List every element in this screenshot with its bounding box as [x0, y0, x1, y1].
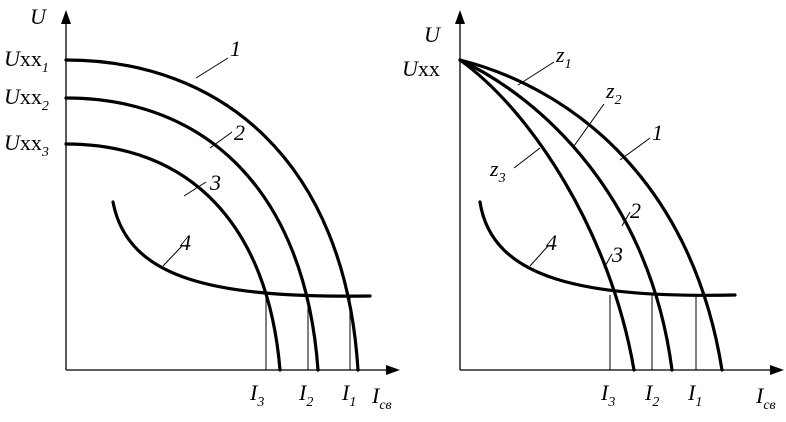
right-leader-z3 [513, 147, 541, 169]
left-y-tick-3: Uxx3 [4, 130, 49, 160]
left-y-tick-1: Uxx1 [4, 46, 49, 76]
left-leader-4 [162, 245, 183, 267]
right-leader-1 [619, 137, 651, 161]
right-panel: U Iсв Uxx I3 I2 I1 z1 z2 z3 1 2 3 4 [402, 10, 784, 413]
left-x-tick-3: I3 [249, 380, 264, 410]
right-curve-label-2: 2 [630, 198, 641, 223]
right-leader-z2 [573, 103, 605, 147]
right-leader-2 [621, 211, 631, 227]
left-leader-3 [183, 181, 207, 197]
right-x-tick-1: I1 [687, 380, 702, 410]
right-curve-1 [458, 58, 724, 372]
right-leader-z1 [517, 61, 555, 86]
left-x-tick-1: I1 [341, 380, 356, 410]
right-curve-2 [458, 58, 674, 372]
right-x-tick-2: I2 [644, 380, 659, 410]
left-x-axis-title: Iсв [371, 383, 392, 413]
right-z-label-2: z2 [605, 78, 622, 108]
right-y-axis-arrow [455, 10, 465, 24]
left-x-axis-arrow [386, 365, 400, 375]
left-y-axis-arrow [61, 10, 71, 24]
right-z-label-3: z3 [489, 156, 506, 186]
left-leader-2 [209, 131, 233, 149]
right-curve-4 [478, 200, 737, 297]
right-y-tick-uxx: Uxx [402, 56, 440, 81]
left-curve-label-2: 2 [234, 120, 245, 145]
left-curve-4 [111, 200, 372, 298]
left-curve-label-4: 4 [180, 230, 191, 255]
left-panel: U Iсв Uxx1 Uxx2 Uxx3 I3 I2 I1 1 2 3 4 [4, 4, 400, 413]
left-leader-1 [195, 57, 229, 79]
left-curve-label-3: 3 [209, 170, 221, 195]
right-y-axis-title: U [424, 22, 442, 47]
left-x-tick-2: I2 [298, 380, 313, 410]
left-curve-3 [64, 142, 282, 372]
right-x-tick-3: I3 [600, 380, 615, 410]
right-leader-4 [529, 245, 549, 267]
left-y-axis-title: U [30, 4, 48, 29]
right-curve-label-3: 3 [611, 242, 623, 267]
left-curve-1 [64, 58, 360, 372]
right-x-axis-title: Iсв [755, 383, 776, 413]
right-curve-3 [458, 58, 636, 372]
left-y-tick-2: Uxx2 [4, 84, 49, 114]
left-curve-2 [64, 96, 320, 372]
right-x-axis-arrow [770, 365, 784, 375]
right-z-label-1: z1 [555, 42, 572, 72]
right-leader-3 [603, 253, 613, 269]
left-curve-label-1: 1 [230, 36, 241, 61]
right-curve-label-4: 4 [546, 230, 557, 255]
right-curve-label-1: 1 [652, 120, 663, 145]
